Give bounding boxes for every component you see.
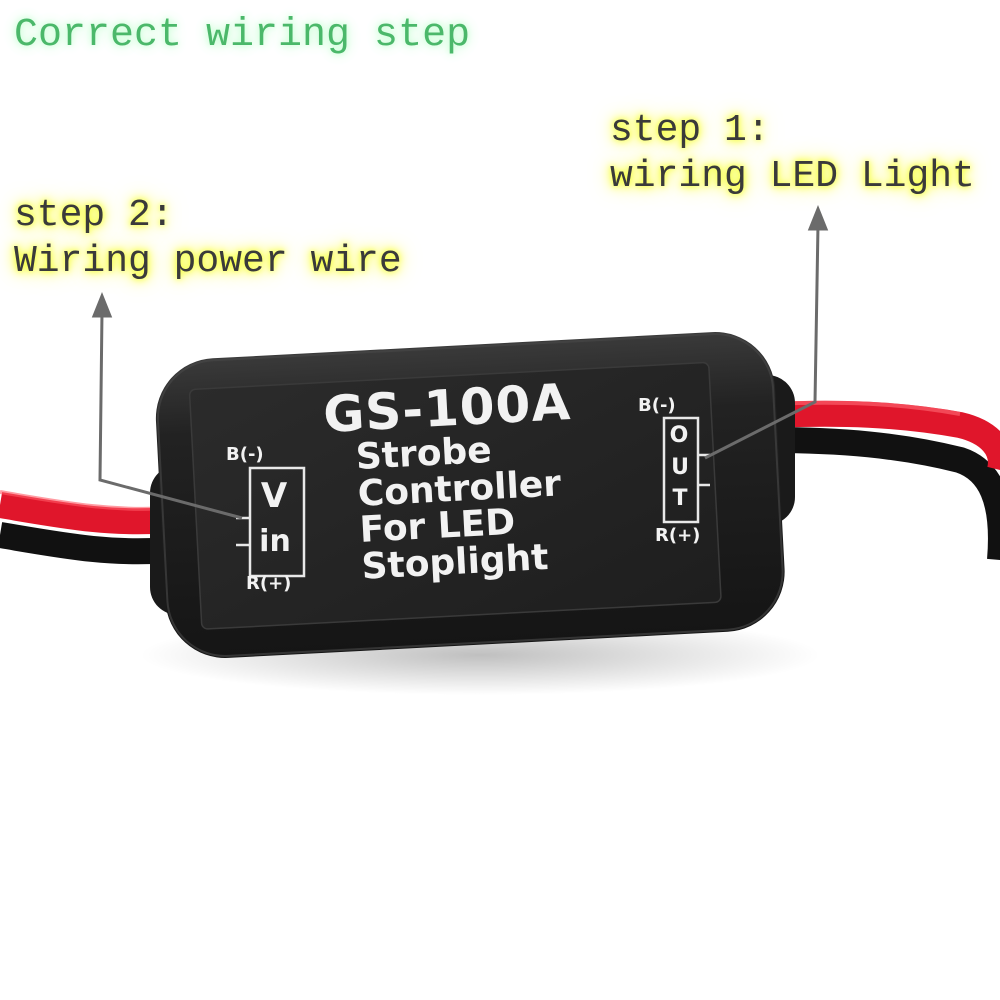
output-port-letter: U	[671, 455, 689, 480]
step2-arrow	[91, 291, 243, 520]
step1-arrow	[704, 204, 829, 460]
step1-title: step 1:	[610, 109, 770, 152]
output-negative-label: B(-)	[638, 395, 676, 416]
output-port-letter: T	[672, 486, 688, 511]
label-panel	[188, 361, 722, 630]
device-body	[155, 332, 785, 658]
step2-title: step 2:	[14, 194, 174, 237]
output-wires	[769, 400, 1000, 560]
input-wires	[0, 490, 172, 565]
input-port-letter-in: in	[259, 524, 291, 559]
output-positive-label: R(+)	[655, 525, 701, 546]
step2-caption: step 2: Wiring power wire	[14, 193, 402, 284]
wiring-heading: Correct wiring step	[14, 13, 471, 58]
device-description: Strobe Controller For LED Stoplight	[355, 429, 566, 588]
step1-detail: wiring LED Light	[610, 154, 975, 198]
input-negative-label: B(-)	[226, 444, 264, 465]
output-port-letter: O	[669, 423, 689, 448]
input-positive-label: R(+)	[246, 573, 292, 594]
input-port-letter-v: V	[260, 476, 288, 516]
step2-detail: Wiring power wire	[14, 239, 402, 283]
input-port	[236, 466, 306, 578]
step1-caption: step 1: wiring LED Light	[610, 108, 975, 199]
